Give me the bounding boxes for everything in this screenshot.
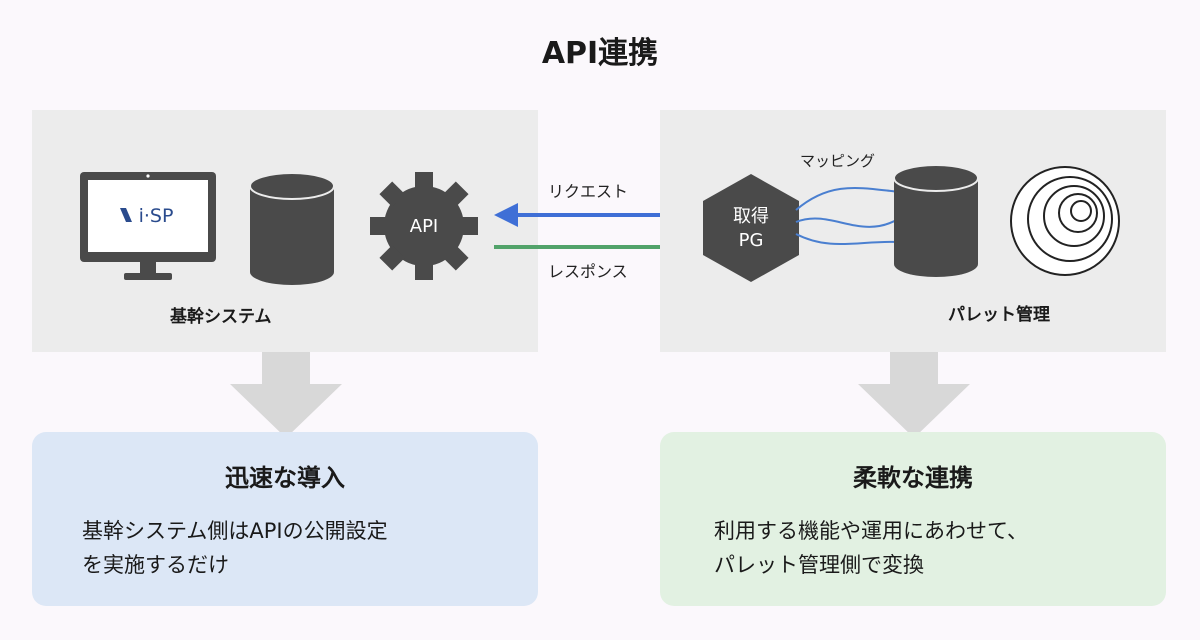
- spiral-icon: [1010, 166, 1120, 276]
- database-icon-right: [893, 164, 979, 277]
- mapping-lines: [795, 187, 901, 246]
- page-title: API連携: [541, 36, 659, 71]
- down-arrow-left: [230, 352, 342, 438]
- card-line: 基幹システム側はAPIの公開設定: [82, 519, 388, 543]
- database-icon: [249, 172, 335, 285]
- card-line: パレット管理側で変換: [714, 553, 924, 577]
- card-title-quick-introduction: 迅速な導入: [225, 464, 345, 492]
- gear-label: API: [410, 216, 438, 237]
- hexagon-line1: 取得: [733, 206, 769, 227]
- response-label: レスポンス: [548, 262, 628, 281]
- gear-icon: API: [370, 172, 478, 280]
- fetch-program-hexagon: 取得 PG: [703, 174, 799, 282]
- core-system-label: 基幹システム: [170, 307, 272, 327]
- mapping-label: マッピング: [800, 152, 876, 170]
- card-line: を実施するだけ: [82, 553, 229, 577]
- card-title-flexible-integration: 柔軟な連携: [853, 464, 973, 492]
- quick-introduction-card: 迅速な導入 基幹システム側はAPIの公開設定 を実施するだけ: [32, 432, 538, 606]
- card-body-flexible-integration: 利用する機能や運用にあわせて、 パレット管理側で変換: [714, 514, 1028, 582]
- monitor-logo: i·SP: [139, 205, 174, 227]
- pallet-management-label: パレット管理: [948, 305, 1050, 325]
- down-arrow-right: [858, 352, 970, 438]
- card-body-quick-introduction: 基幹システム側はAPIの公開設定 を実施するだけ: [82, 514, 388, 582]
- card-line: 利用する機能や運用にあわせて、: [714, 519, 1028, 543]
- request-arrow: [494, 203, 686, 227]
- request-label: リクエスト: [548, 182, 629, 201]
- flexible-integration-card: 柔軟な連携 利用する機能や運用にあわせて、 パレット管理側で変換: [660, 432, 1166, 606]
- monitor-icon: i·SP: [80, 172, 216, 280]
- hexagon-line2: PG: [739, 230, 764, 251]
